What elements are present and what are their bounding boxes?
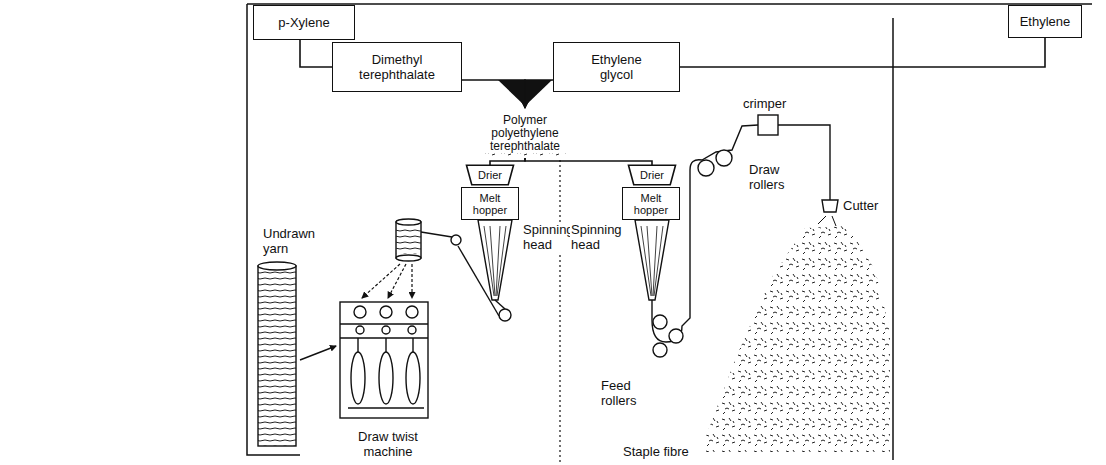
part-label: Cutter: [842, 198, 879, 213]
part-label: Staple fibre: [622, 444, 690, 459]
part-label: crimper: [742, 96, 787, 111]
draw-twist-machine: [340, 302, 428, 418]
drawing-part: [396, 255, 421, 261]
drawing-part: [396, 219, 421, 225]
drawing-part: [258, 266, 296, 446]
drawing-part: [354, 306, 366, 318]
drawing-part: [396, 228, 421, 254]
part-label: Draw rollers: [748, 162, 802, 192]
drawing-part: [892, 18, 894, 460]
drawing-part: [382, 326, 390, 334]
separator-line: [559, 160, 560, 465]
drawing-part: [348, 407, 424, 408]
process-connector: [680, 38, 1045, 67]
drawing-part: [388, 264, 406, 298]
drawing-part: [641, 226, 663, 296]
drawing-part: [822, 200, 838, 212]
spinning-head: [635, 220, 669, 300]
drawing-part: [716, 150, 732, 166]
drier-box: Drier: [628, 165, 676, 185]
feed-arrows: [362, 264, 412, 298]
process-connector: [300, 40, 332, 67]
part-label: Feed rollers: [600, 378, 652, 408]
drier-outline: [628, 165, 675, 185]
drawing-part: [351, 352, 365, 404]
node-text: Drier: [640, 169, 664, 181]
process-connector: [462, 80, 525, 108]
part-label: Undrawn yarn: [262, 226, 324, 256]
drawing-part: [653, 343, 667, 357]
node-text: Ethylene glycol: [582, 52, 652, 82]
feedstock-box: Ethylene: [1008, 5, 1082, 38]
staple-fibre-pile: [700, 226, 890, 452]
node-text: Dimethyl terephthalate: [338, 52, 456, 82]
intermediate-box: Ethylene glycol: [553, 42, 680, 92]
drawing-part: [669, 329, 683, 343]
drawing-part: [652, 125, 758, 342]
polymer-pile: Polymer polyethylene terephthalate: [472, 108, 578, 158]
drawing-part: [818, 216, 836, 226]
node-text: Ethylene: [1020, 14, 1071, 29]
node-text: Drier: [478, 169, 502, 181]
drawing-part: [408, 326, 416, 334]
drawing-part: [362, 264, 400, 298]
drawing-part: [396, 222, 421, 258]
drawing-part: [484, 226, 506, 296]
drawing-part: [340, 302, 428, 418]
drawing-part: [247, 3, 1092, 5]
drawing-part: [406, 352, 420, 404]
process-connector: [525, 158, 652, 165]
drawing-part: [358, 338, 413, 352]
drawing-part: [458, 246, 499, 316]
drawing-part: [379, 352, 393, 404]
drawing-part: [635, 220, 669, 300]
drier-box: Drier: [466, 165, 514, 185]
hopper-box: Melt hopper: [622, 187, 680, 220]
drawing-part: [421, 232, 452, 237]
drawing-part: [653, 315, 667, 329]
frame: [247, 4, 1092, 460]
node-text: Melt hopper: [628, 192, 674, 216]
drawing-part: [300, 346, 336, 360]
node-text: Melt hopper: [467, 192, 513, 216]
drawing-part: [698, 160, 714, 176]
feedstock-box: p-Xylene: [253, 5, 355, 40]
drawing-part: [499, 309, 511, 321]
drawing-part: [758, 115, 778, 135]
part-label: Draw twist machine: [350, 429, 426, 459]
drawing-part: [495, 300, 505, 309]
hopper-box: Melt hopper: [461, 187, 519, 220]
drawing-part: [340, 324, 428, 338]
drawing-part: [258, 262, 296, 270]
node-text: Polymer polyethylene terephthalate: [477, 114, 573, 153]
yarn-bobbin: [396, 219, 421, 261]
drawing-part: [380, 306, 392, 318]
drawing-part: [451, 235, 461, 245]
process-connector: [490, 158, 525, 165]
node-text: p-Xylene: [278, 15, 329, 30]
drier-outline: [466, 165, 513, 185]
part-label: Spinning head: [570, 222, 634, 252]
drawing-part: [411, 264, 412, 298]
yarn-package: [258, 262, 336, 446]
drawing-part: [356, 326, 364, 334]
process-connector: [525, 80, 553, 108]
intermediate-box: Dimethyl terephthalate: [332, 42, 462, 92]
drawing-part: [406, 306, 418, 318]
yarn-path: [421, 232, 511, 321]
